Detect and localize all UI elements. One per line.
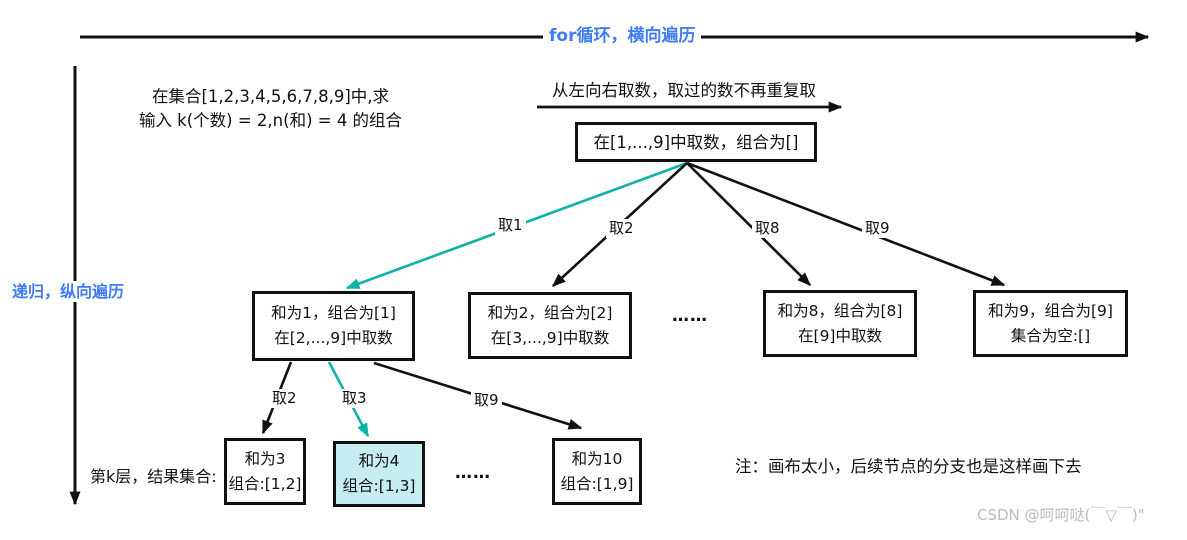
csdn-watermark: CSDN @呵呵哒(￣▽￣)" — [977, 506, 1145, 524]
node-sum8: 和为8，组合为[8] 在[9]中取数 — [763, 290, 917, 357]
recursion-arrow-label: 递归，纵向遍历 — [6, 281, 131, 302]
pick-order-label: 从左向右取数，取过的数不再重复取 — [552, 81, 816, 100]
level1-ellipsis: …… — [672, 306, 708, 326]
node-sum2-line2: 在[3,...,9]中取数 — [490, 328, 610, 347]
node-sum2-line1: 和为2，组合为[2] — [487, 303, 613, 322]
node-sum9-line2: 集合为空:[] — [1010, 326, 1091, 345]
for-loop-arrow-label: for循环，横向遍历 — [543, 26, 702, 47]
branch-label-take1: 取1 — [495, 216, 526, 235]
node-sum8-line1: 和为8，组合为[8] — [777, 301, 903, 320]
root-node-text: 在[1,...,9]中取数，组合为[] — [593, 132, 799, 152]
leaf-sum3-line1: 和为3 — [244, 449, 286, 468]
branch-label-take2: 取2 — [606, 219, 637, 238]
node-sum1-line2: 在[2,...,9]中取数 — [274, 329, 393, 347]
branch2-label-take3: 取3 — [339, 389, 370, 408]
leaf-sum4-line1: 和为4 — [358, 452, 400, 470]
node-sum2: 和为2，组合为[2] 在[3,...,9]中取数 — [468, 292, 632, 359]
branch-label-take8: 取8 — [752, 219, 783, 238]
root-node: 在[1,...,9]中取数，组合为[] — [575, 122, 817, 162]
branch-take9-line — [686, 161, 1006, 287]
node-sum8-line2: 在[9]中取数 — [798, 326, 882, 345]
leaf-sum4-line2: 组合:[1,3] — [342, 477, 416, 495]
node-sum1-line1: 和为1，组合为[1] — [271, 304, 396, 322]
k-layer-label: 第k层，结果集合: — [90, 467, 217, 486]
node-sum9-line1: 和为9，组合为[9] — [988, 301, 1113, 320]
branch-take8-line — [686, 162, 811, 286]
branch2-label-take2: 取2 — [269, 389, 300, 408]
leaf-sum10-line2: 组合:[1,9] — [560, 474, 634, 493]
leaf-sum10-line1: 和为10 — [571, 449, 623, 468]
leaf-node-sum4-highlighted: 和为4 组合:[1,3] — [333, 441, 425, 507]
leaf-node-sum3: 和为3 组合:[1,2] — [224, 438, 306, 505]
leaf-ellipsis: …… — [455, 463, 491, 483]
problem-line-2: 输入 k(个数) = 2,n(和) = 4 的组合 — [138, 111, 403, 130]
branch2-label-take9: 取9 — [471, 391, 502, 410]
problem-statement: 在集合[1,2,3,4,5,6,7,8,9]中,求 输入 k(个数) = 2,n… — [103, 85, 438, 133]
canvas-note: 注：画布太小，后续节点的分支也是这样画下去 — [735, 457, 1082, 476]
branch-label-take9: 取9 — [862, 219, 893, 238]
node-sum1: 和为1，组合为[1] 在[2,...,9]中取数 — [252, 291, 415, 361]
leaf-node-sum10: 和为10 组合:[1,9] — [552, 438, 642, 505]
problem-line-1: 在集合[1,2,3,4,5,6,7,8,9]中,求 — [151, 87, 390, 106]
leaf-sum3-line2: 组合:[1,2] — [228, 474, 302, 493]
node-sum9: 和为9，组合为[9] 集合为空:[] — [973, 290, 1128, 357]
